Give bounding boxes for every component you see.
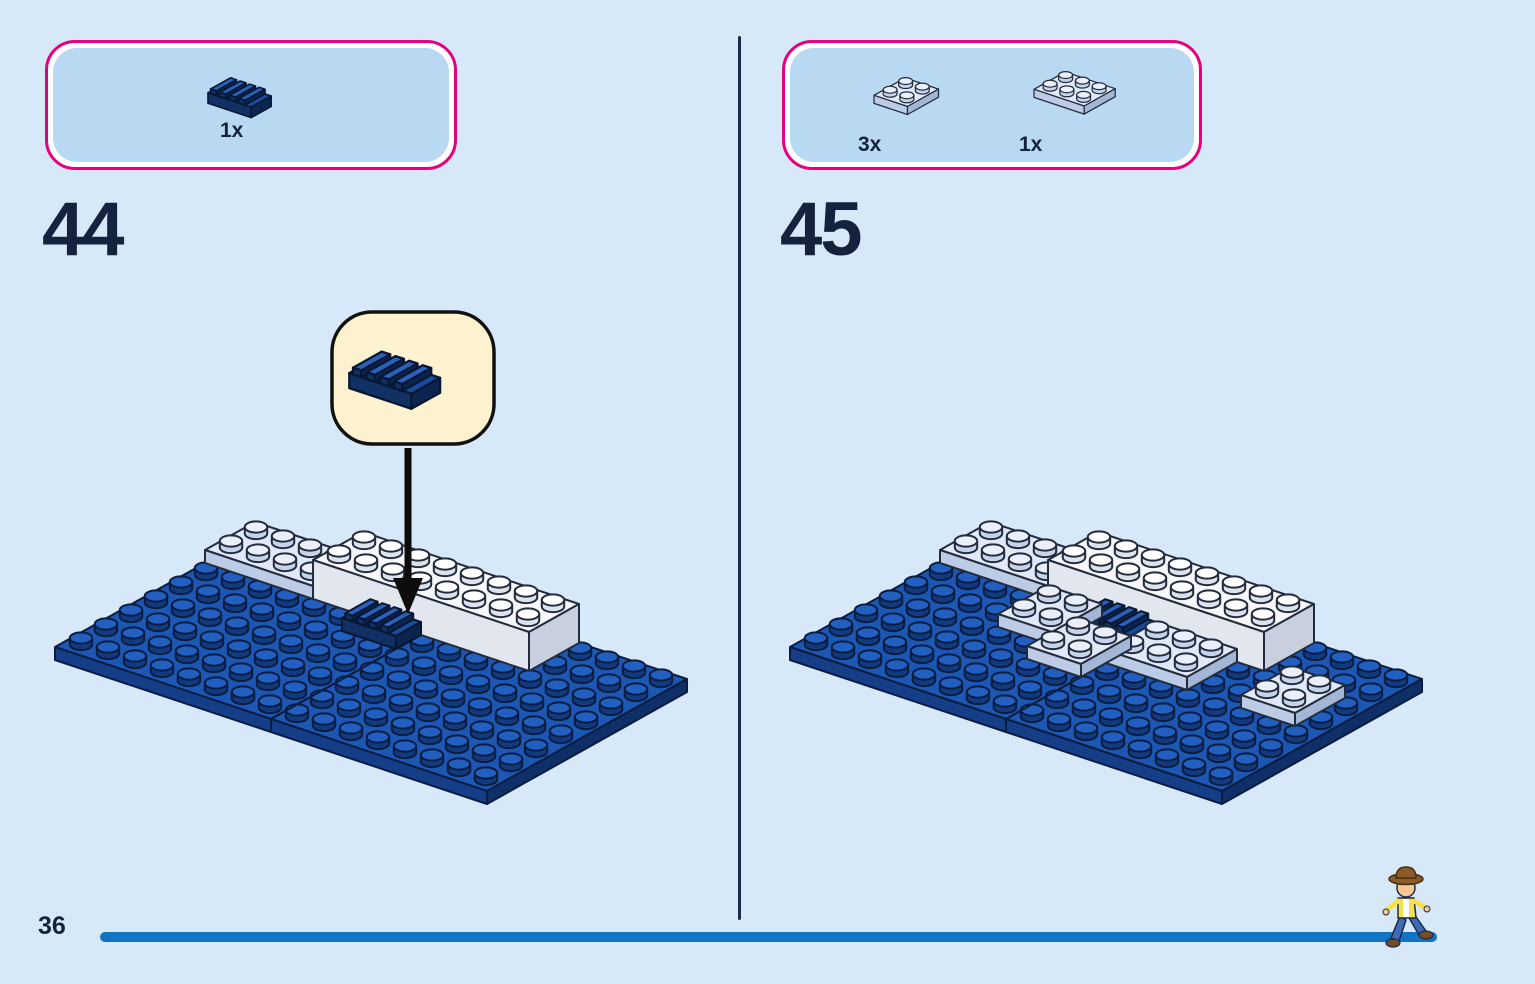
part-count-label: 3x [858, 133, 882, 156]
callout-bubble [330, 310, 496, 446]
progress-bar [100, 932, 1437, 942]
step-number-45: 45 [780, 187, 863, 272]
part-count-label: 1x [1019, 133, 1043, 156]
page-number: 36 [38, 912, 66, 940]
callout-grille-piece [348, 350, 442, 410]
build-step-44 [54, 520, 688, 805]
build-step-45 [789, 520, 1423, 805]
parts-box-step-45: 3x 1x [782, 40, 1202, 170]
parts-box-fill [790, 48, 1194, 162]
part-count-label: 1x [220, 119, 244, 142]
column-divider [738, 36, 741, 920]
step-number-44: 44 [42, 187, 125, 272]
placement-arrow-icon [393, 448, 423, 614]
parts-box-fill [53, 48, 449, 162]
parts-box-step-44: 1x [45, 40, 457, 170]
